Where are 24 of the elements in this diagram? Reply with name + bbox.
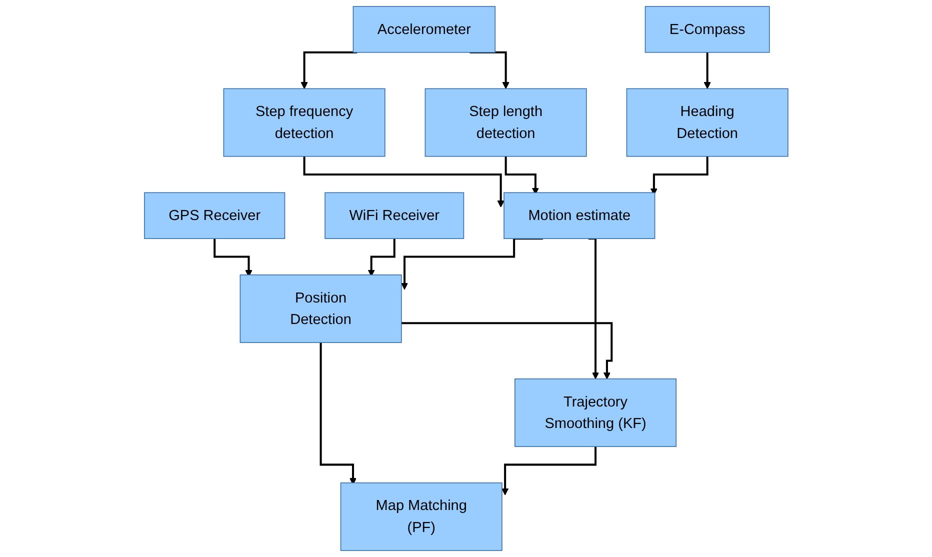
node-box: Map Matching (PF): [340, 482, 502, 551]
arrow: [300, 51, 357, 89]
arrow: [704, 51, 711, 89]
arrow: [213, 238, 252, 277]
node-box: Trajectory Smoothing (KF): [514, 378, 676, 447]
node-box: GPS Receiver: [144, 192, 285, 239]
node-box: E-Compass: [644, 6, 770, 53]
arrow: [470, 51, 510, 89]
arrow: [650, 155, 708, 196]
node-box: Step length detection: [424, 88, 587, 157]
node-box: Position Detection: [240, 274, 402, 343]
arrow: [504, 155, 539, 195]
node-box: WiFi Receiver: [324, 192, 464, 239]
arrow: [320, 342, 356, 485]
node-box: Motion estimate: [503, 192, 655, 239]
node-box: Step frequency detection: [223, 88, 386, 157]
arrow: [501, 446, 596, 496]
node-box: Accelerometer: [352, 6, 496, 53]
arrow: [588, 238, 599, 380]
node-box: Heading Detection: [626, 88, 788, 157]
arrow: [303, 155, 504, 208]
arrow: [401, 322, 612, 380]
arrow: [368, 238, 396, 277]
arrow: [400, 238, 543, 290]
